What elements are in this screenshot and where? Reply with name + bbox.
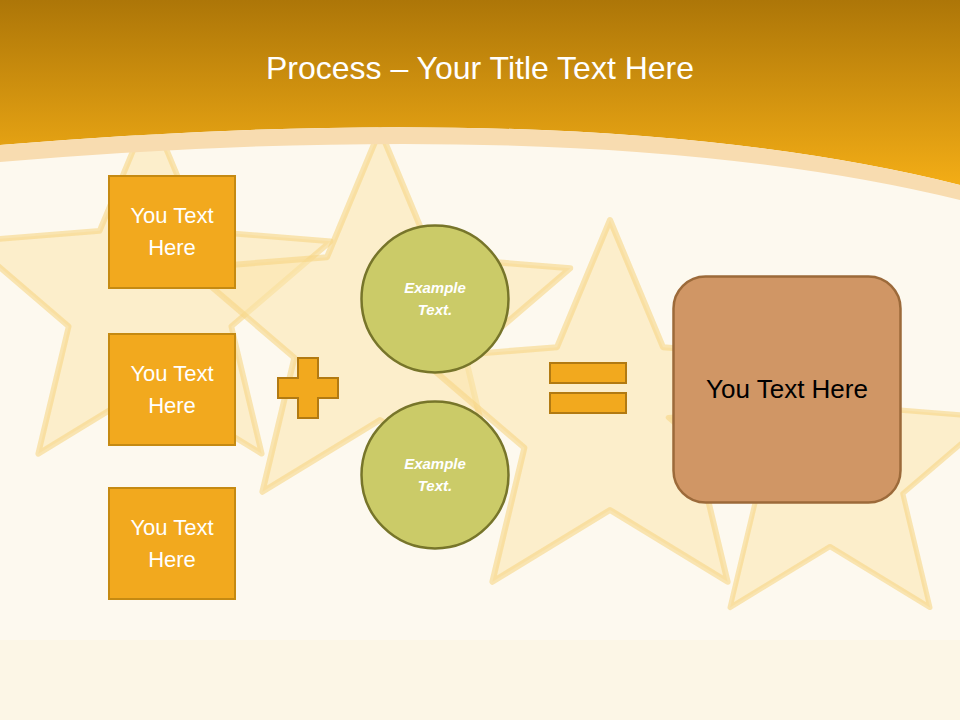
floor-band [0, 640, 960, 720]
example-circle: Example Text. [360, 400, 510, 550]
rounded-shape [674, 277, 901, 503]
circle-outline [360, 400, 510, 550]
result-box: You Text Here [672, 275, 902, 504]
star-illustration [0, 110, 960, 608]
equals-symbol [550, 393, 626, 413]
circle-outline [360, 224, 510, 374]
example-circle: Example Text. [360, 224, 510, 374]
equals-symbol [550, 363, 626, 383]
circle-shape [362, 226, 509, 373]
process-box: You Text Here [108, 175, 236, 289]
circle-shape [362, 402, 509, 549]
node-text: Example Text. [389, 453, 482, 497]
process-box: You Text Here [108, 333, 236, 446]
node-text: You Text Here [120, 358, 224, 422]
node-text: You Text Here [120, 200, 224, 264]
plus-symbol [278, 358, 338, 418]
node-text: You Text Here [120, 512, 224, 576]
slide-title: Process – Your Title Text Here [0, 50, 960, 87]
process-box: You Text Here [108, 487, 236, 600]
node-text: You Text Here [706, 371, 868, 409]
node-text: Example Text. [389, 277, 482, 321]
